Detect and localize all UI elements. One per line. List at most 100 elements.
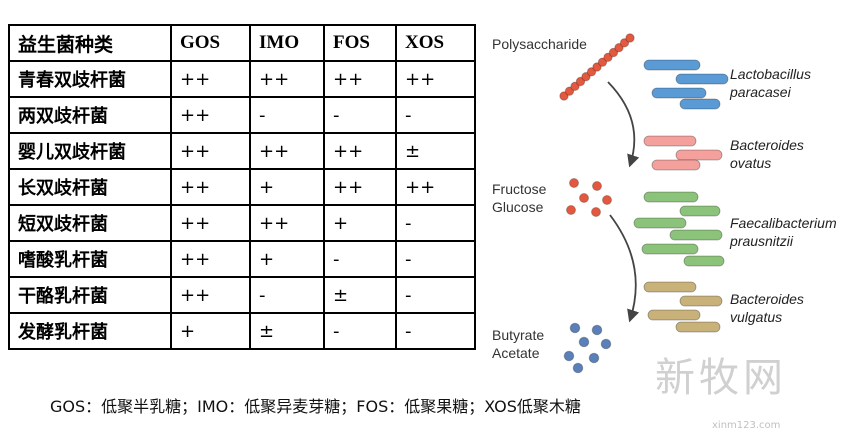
- sugar-dot: [592, 181, 602, 191]
- polysaccharide-bead: [619, 38, 630, 48]
- bacterium-capsule: [675, 73, 729, 85]
- bacterium-capsule: [675, 149, 723, 161]
- effect-cell: -: [249, 276, 325, 314]
- effect-cell: +: [323, 204, 397, 242]
- scfa-dot: [600, 338, 612, 350]
- polysaccharide-bead: [581, 71, 591, 82]
- bacterium-capsule: [669, 229, 723, 241]
- effect-cell: ++: [395, 168, 476, 206]
- scfa-dot: [591, 324, 603, 336]
- table-row: 干酪乳杆菌++-±-: [8, 276, 476, 314]
- scfa-dot: [569, 322, 581, 334]
- effect-cell: +: [170, 312, 251, 350]
- label-faecalibacterium-1: Faecalibacterium: [730, 215, 837, 231]
- sugar-dot: [591, 207, 601, 217]
- effect-cell: ++: [249, 204, 325, 242]
- label-bacteroides-ovatus-2: ovatus: [730, 155, 771, 171]
- effect-cell: ++: [170, 168, 251, 206]
- table-header-row: 益生菌种类 GOS IMO FOS XOS: [8, 24, 476, 62]
- effect-cell: -: [323, 240, 397, 278]
- label-bacteroides-vulgatus-1: Bacteroides: [730, 291, 804, 307]
- effect-cell: -: [395, 96, 476, 134]
- polysaccharide-bead: [564, 86, 575, 96]
- table-row: 嗜酸乳杆菌+++--: [8, 240, 476, 278]
- header-gos: GOS: [170, 24, 251, 62]
- label-faecalibacterium-2: prausnitzii: [729, 233, 794, 249]
- table-row: 婴儿双歧杆菌++++++±: [8, 132, 476, 170]
- bacterium-capsule: [643, 135, 697, 147]
- probiotic-name-cell: 两双歧杆菌: [8, 96, 172, 134]
- polysaccharide-bead: [575, 76, 586, 87]
- effect-cell: ++: [323, 60, 397, 98]
- table-caption: GOS：低聚半乳糖；IMO：低聚异麦芽糖；FOS：低聚果糖；XOS低聚木糖: [50, 397, 581, 416]
- polysaccharide-bead: [608, 47, 619, 58]
- scfa-dot: [578, 336, 590, 348]
- bacterium-capsule: [643, 281, 697, 293]
- watermark-url: xinm123.com: [712, 420, 781, 431]
- table-row: 短双歧杆菌+++++-: [8, 204, 476, 242]
- probiotic-name-cell: 干酪乳杆菌: [8, 276, 172, 314]
- watermark-logo: 新牧网: [655, 355, 787, 401]
- effect-cell: -: [395, 276, 476, 314]
- polysaccharide-bead: [559, 91, 569, 101]
- polysaccharide-bead: [614, 42, 624, 53]
- sugar-dot: [602, 195, 612, 205]
- short-chain-fatty-acid-dots: [563, 322, 612, 374]
- scfa-dot: [588, 352, 600, 364]
- bacterium-capsule: [679, 205, 721, 217]
- scfa-dot: [572, 362, 584, 374]
- arrow-poly-to-sugar: [607, 81, 640, 168]
- bacterium-capsule: [643, 191, 699, 203]
- label-butyrate: Butyrate: [492, 327, 544, 343]
- effect-cell: -: [395, 240, 476, 278]
- header-probiotic: 益生菌种类: [8, 24, 172, 62]
- effect-cell: ±: [249, 312, 325, 350]
- fermentation-diagram: Polysaccharide Fructose Glucose Butyrate…: [492, 33, 837, 374]
- bacterium-capsule: [679, 295, 723, 307]
- bacterium-capsule: [683, 255, 725, 267]
- probiotic-name-cell: 长双歧杆菌: [8, 168, 172, 206]
- scfa-dot: [563, 350, 575, 362]
- probiotic-name-cell: 发酵乳杆菌: [8, 312, 172, 350]
- probiotic-name-cell: 短双歧杆菌: [8, 204, 172, 242]
- effect-cell: ++: [323, 132, 397, 170]
- bacterium-capsule: [651, 87, 707, 99]
- label-lactobacillus-2: paracasei: [729, 84, 792, 100]
- effect-cell: +: [249, 168, 325, 206]
- effect-cell: -: [323, 312, 397, 350]
- monosaccharide-dots: [566, 178, 612, 217]
- effect-cell: ++: [170, 240, 251, 278]
- label-lactobacillus-1: Lactobacillus: [730, 66, 811, 82]
- label-polysaccharide: Polysaccharide: [492, 36, 587, 52]
- effect-cell: ++: [249, 60, 325, 98]
- probiotic-name-cell: 婴儿双歧杆菌: [8, 132, 172, 170]
- header-fos: FOS: [323, 24, 397, 62]
- effect-cell: ++: [170, 96, 251, 134]
- label-acetate: Acetate: [492, 345, 540, 361]
- probiotic-name-cell: 嗜酸乳杆菌: [8, 240, 172, 278]
- bacterium-capsule: [647, 309, 701, 321]
- effect-cell: -: [249, 96, 325, 134]
- effect-cell: ++: [170, 276, 251, 314]
- effect-cell: ++: [170, 60, 251, 98]
- sugar-dot: [569, 178, 579, 188]
- polysaccharide-bead: [597, 57, 608, 67]
- table-row: 发酵乳杆菌+±--: [8, 312, 476, 350]
- effect-cell: -: [395, 312, 476, 350]
- bacterium-capsule: [675, 321, 721, 333]
- effect-cell: ++: [170, 204, 251, 242]
- table-row: 青春双歧杆菌++++++++: [8, 60, 476, 98]
- polysaccharide-bead: [592, 62, 602, 72]
- polysaccharide-chain: [559, 33, 635, 101]
- bacterium-capsule: [643, 59, 701, 71]
- sugar-dot: [579, 193, 589, 203]
- polysaccharide-bead: [586, 67, 597, 77]
- sugar-dot: [566, 205, 576, 215]
- label-bacteroides-ovatus-1: Bacteroides: [730, 137, 804, 153]
- effect-cell: +: [249, 240, 325, 278]
- polysaccharide-bead: [570, 81, 580, 92]
- effect-cell: ±: [323, 276, 397, 314]
- bacteria-groups: [633, 59, 729, 333]
- label-fructose: Fructose: [492, 181, 547, 197]
- bacterium-capsule: [651, 159, 701, 171]
